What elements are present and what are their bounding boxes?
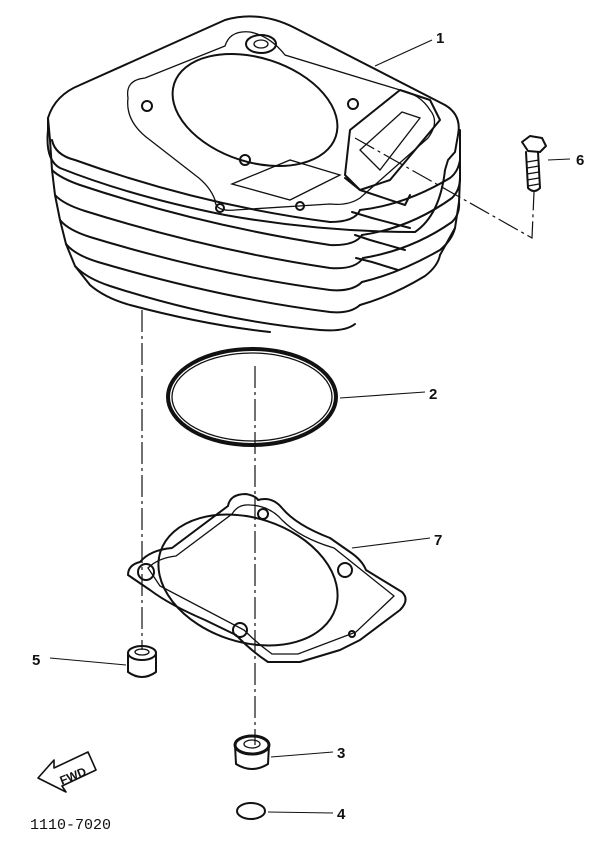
o-ring-part bbox=[166, 347, 338, 447]
diagram-code: 1110-7020 bbox=[30, 817, 111, 834]
fwd-arrow-icon: FWD bbox=[37, 751, 97, 793]
callout-3: 3 bbox=[337, 745, 345, 762]
base-gasket-part bbox=[127, 493, 407, 663]
bolt-part bbox=[521, 135, 547, 192]
callout-4: 4 bbox=[337, 806, 346, 823]
dowel-pin-5 bbox=[127, 645, 157, 678]
leader-lines bbox=[49, 39, 571, 814]
callout-numbers: 1 2 3 4 5 6 7 bbox=[32, 30, 584, 823]
callout-2: 2 bbox=[429, 386, 437, 403]
dowel-pin-3 bbox=[233, 734, 271, 770]
callout-6: 6 bbox=[576, 152, 584, 169]
callout-7: 7 bbox=[434, 532, 442, 549]
callout-1: 1 bbox=[436, 30, 444, 47]
callout-5: 5 bbox=[32, 652, 40, 669]
cylinder-block bbox=[46, 15, 461, 333]
small-o-ring-part bbox=[236, 802, 266, 820]
alignment-lines bbox=[141, 137, 535, 745]
fwd-label: FWD bbox=[58, 764, 89, 787]
